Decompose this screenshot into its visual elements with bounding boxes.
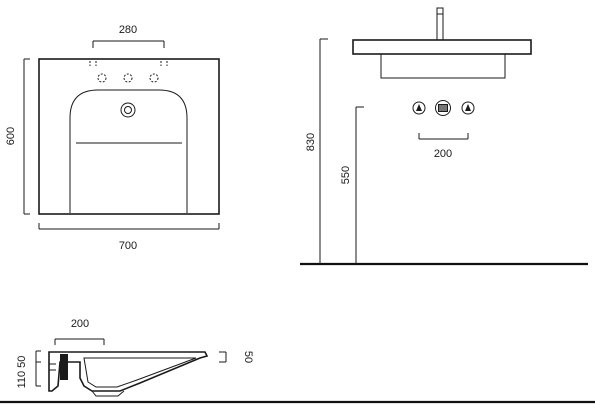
dim-section-depth-label: 200 — [71, 318, 89, 330]
dim-tap-spacing-label: 280 — [119, 24, 137, 36]
top-view: 280 700 600 — [5, 24, 220, 252]
dim-fixing-height: 550 — [340, 106, 364, 264]
dim-width: 700 — [38, 223, 220, 252]
section-view: 200 110 50 50 — [0, 318, 595, 404]
dim-total-height-label: 830 — [305, 133, 317, 151]
tap-hole-center-icon — [123, 73, 133, 83]
section-profile — [48, 351, 209, 392]
bowl-outline — [69, 89, 188, 213]
dim-fixing-spacing: 200 — [418, 133, 469, 160]
tap-icon — [436, 7, 444, 41]
section-fixing-bracket — [60, 354, 68, 380]
dim-depth-label: 600 — [5, 127, 17, 145]
basin-outline — [38, 58, 220, 215]
drain-inner-icon — [124, 106, 132, 114]
waste-outlet-icon — [435, 100, 451, 116]
dim-section-heights: 110 50 — [16, 350, 41, 389]
drain-icon — [120, 102, 136, 118]
dim-total-height: 830 — [305, 38, 328, 264]
dim-section-heights-label: 110 50 — [16, 356, 28, 389]
section-inner-profile — [83, 357, 197, 388]
dim-fixing-height-label: 550 — [340, 166, 352, 184]
dim-fixing-spacing-label: 200 — [434, 148, 452, 160]
dim-depth: 600 — [5, 58, 30, 215]
section-bottom-detail — [91, 390, 125, 397]
dim-width-label: 700 — [119, 240, 137, 252]
fixing-marks-right — [160, 61, 168, 66]
fixing-marks-left — [89, 61, 97, 66]
fixing-bolt-left-icon — [412, 101, 426, 115]
tap-hole-right-icon — [149, 73, 159, 83]
dim-rim-height: 50 — [219, 351, 254, 363]
dim-tap-spacing: 280 — [92, 24, 165, 48]
basin-body — [380, 54, 506, 79]
side-view: 830 550 — [300, 7, 588, 266]
basin-rim — [352, 39, 532, 55]
fixing-bolt-right-icon — [461, 101, 475, 115]
dim-rim-height-label: 50 — [242, 351, 254, 363]
tap-hole-left-icon — [97, 73, 107, 83]
dim-section-depth: 200 — [54, 318, 105, 345]
